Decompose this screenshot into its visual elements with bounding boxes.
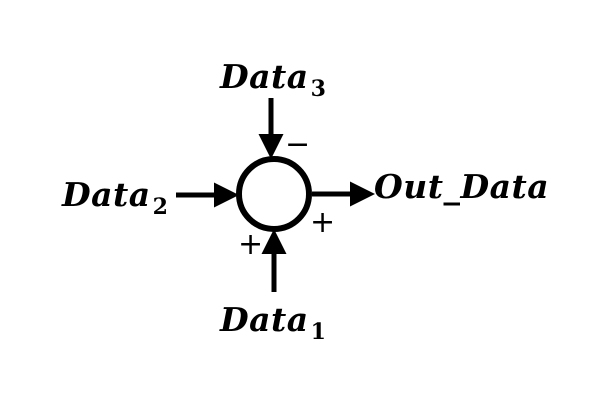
data2-label-name: Data [62,175,151,214]
data1-label: Data1 [220,300,326,343]
data3-label-subscript: 3 [310,76,327,102]
data1-sign: + [238,227,264,262]
data3-label: Data3 [220,57,326,100]
data1-label-name: Data [220,300,309,339]
data2-label: Data2 [62,175,168,218]
output-label-text: Out_Data [374,167,550,206]
data2-label-subscript: 2 [152,194,169,220]
data3-label-name: Data [220,57,309,96]
data1-label-subscript: 1 [310,319,327,345]
summing-junction-circle [236,156,312,232]
output-label: Out_Data [374,170,549,203]
output-sign: + [310,205,336,240]
data3-sign: − [285,127,311,162]
